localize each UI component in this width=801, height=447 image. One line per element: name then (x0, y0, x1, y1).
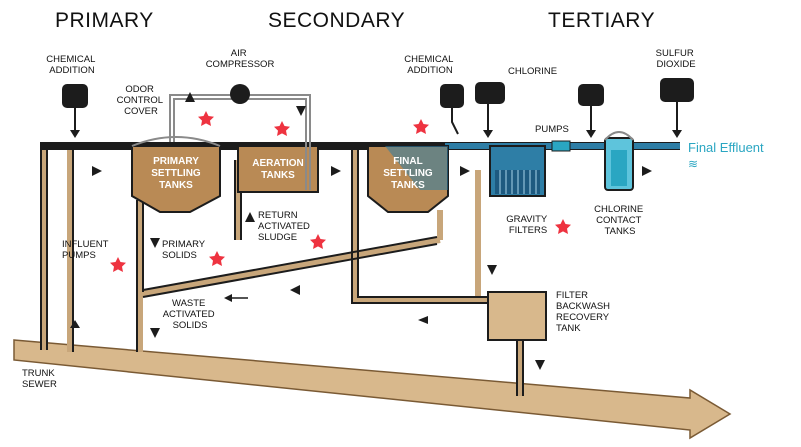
chemical-feed-2 (440, 84, 464, 135)
final-settling-label-1: FINAL (393, 156, 422, 167)
label-chemical-addition-1: CHEMICAL ADDITION (46, 54, 97, 76)
label-gravity-filters: GRAVITY FILTERS (506, 214, 549, 236)
red-stars (110, 111, 571, 272)
waste-arrow (224, 294, 248, 302)
trunk-sewer-pipe (13, 339, 732, 440)
stage-title-secondary: SECONDARY (268, 9, 405, 32)
label-odor-control-cover: ODOR CONTROL COVER (117, 84, 166, 117)
label-waste-activated-solids: WASTE ACTIVATED SOLIDS (163, 298, 218, 331)
chlorine-feed-2 (578, 84, 604, 138)
label-filter-backwash-recovery-tank: FILTER BACKWASH RECOVERY TANK (556, 290, 613, 334)
label-chlorine-contact-tanks: CHLORINE CONTACT TANKS (594, 204, 646, 237)
primary-settling-tank: PRIMARY SETTLING TANKS (131, 136, 221, 213)
label-return-activated-sludge: RETURN ACTIVATED SLUDGE (258, 210, 313, 243)
chlorine-feed (475, 82, 505, 138)
primary-settling-label-2: SETTLING (151, 168, 201, 179)
label-primary-solids: PRIMARY SOLIDS (162, 239, 208, 261)
aeration-label-1: AERATION (252, 158, 303, 169)
odor-control-cover-dome (131, 136, 221, 147)
aeration-label-2: TANKS (261, 170, 295, 181)
label-pumps: PUMPS (535, 124, 569, 135)
stage-title-primary: PRIMARY (55, 9, 154, 32)
label-air-compressor: AIR COMPRESSOR (206, 48, 275, 70)
primary-settling-label-1: PRIMARY (153, 156, 199, 167)
gravity-filters (489, 145, 546, 197)
flow-arrows (70, 92, 652, 370)
chlorine-contact-tank (604, 131, 634, 191)
primary-settling-label-3: TANKS (159, 180, 193, 191)
label-influent-pumps: INFLUENT PUMPS (62, 239, 111, 261)
label-trunk-sewer: TRUNK SEWER (22, 368, 57, 390)
label-chemical-addition-2: CHEMICAL ADDITION (404, 54, 455, 76)
final-settling-tank: FINAL SETTLING TANKS (367, 145, 449, 213)
air-compressor (230, 84, 250, 104)
final-settling-label-3: TANKS (391, 180, 425, 191)
final-settling-label-2: SETTLING (383, 168, 433, 179)
aeration-tank: AERATION TANKS (237, 145, 319, 193)
label-chlorine: CHLORINE (508, 66, 557, 77)
stage-title-tertiary: TERTIARY (548, 9, 655, 32)
pump-blocks (551, 140, 571, 152)
filter-backwash-tank (487, 291, 547, 341)
dark-pipe-network (40, 142, 524, 396)
label-sulfur-dioxide: SULFUR DIOXIDE (656, 48, 697, 70)
effluent-water-icon: ≋ (688, 157, 698, 171)
chemical-feed-1 (62, 84, 88, 138)
label-final-effluent: Final Effluent (688, 140, 764, 155)
sulfur-dioxide-feed (660, 78, 694, 138)
